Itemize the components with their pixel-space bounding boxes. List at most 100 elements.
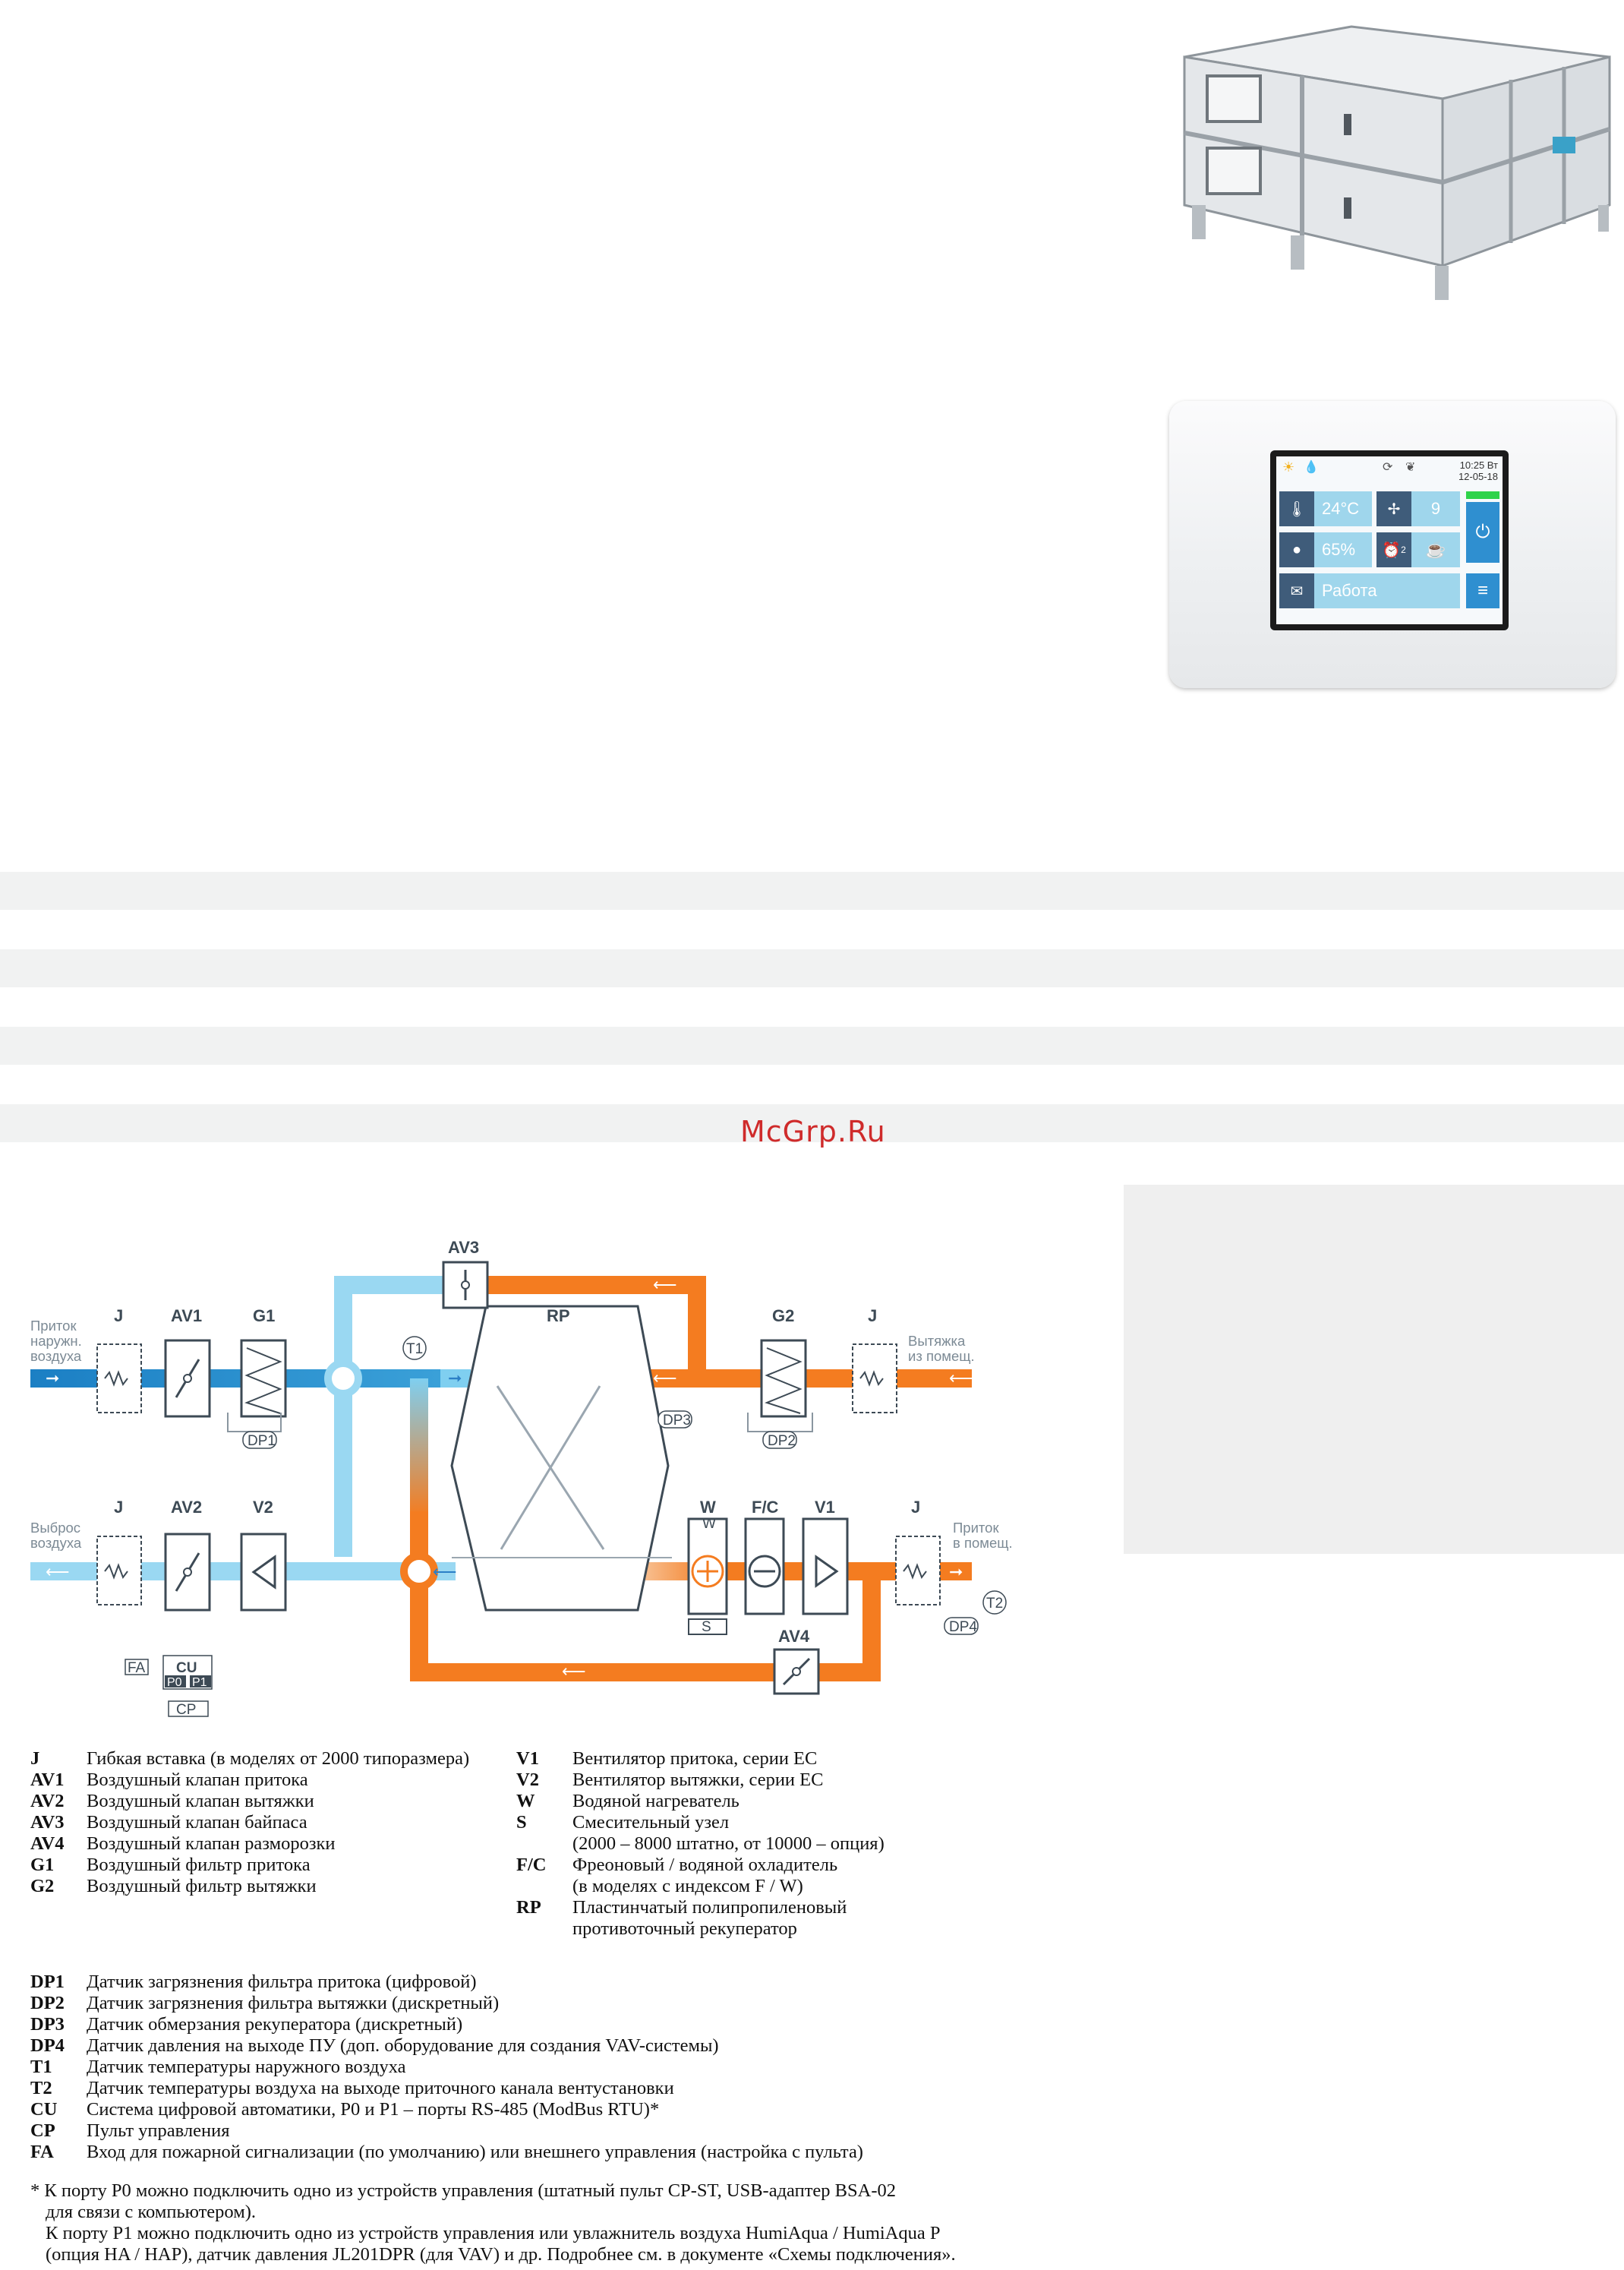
controller-screen-bezel: ☀ 💧 ⟳ ❦ 10:25 Вт 12-05-18 🌡 24°C ✢ 9 ● 6… <box>1270 450 1509 630</box>
label-j1: J <box>114 1306 123 1325</box>
recycle-icon: ⟳ <box>1383 461 1393 474</box>
legend-text: Датчик температуры наружного воздуха <box>87 2057 406 2077</box>
controller-date: 12-05-18 <box>1458 471 1498 482</box>
footnote-line: для связи с компьютером). <box>46 2202 257 2222</box>
fan-speed-value: 9 <box>1411 491 1460 526</box>
temperature-tile[interactable]: 🌡 24°C <box>1279 491 1372 526</box>
legend-text: Пластинчатый полипропиленовый <box>572 1897 847 1918</box>
label-dp3: DP3 <box>663 1413 691 1429</box>
legend-text: Датчик загрязнения фильтра притока (цифр… <box>87 1972 477 1992</box>
label-s: S <box>702 1619 711 1635</box>
label-j3: J <box>114 1498 123 1517</box>
svg-text:⟵: ⟵ <box>433 1562 457 1581</box>
legend-row: T2 Датчик температуры воздуха на выходе п… <box>30 2078 863 2099</box>
menu-icon[interactable]: ≡ <box>1466 573 1499 608</box>
outdoor-intake-duct <box>30 1369 440 1388</box>
label-g1: G1 <box>253 1306 275 1325</box>
controller-datetime: 10:25 Вт 12-05-18 <box>1458 459 1498 482</box>
air-supply-line1: Приток <box>953 1520 999 1536</box>
svg-text:➞: ➞ <box>46 1369 59 1388</box>
coffee-cup-icon: ☕ <box>1411 532 1460 567</box>
label-p1: P1 <box>192 1676 207 1689</box>
fan-speed-tile[interactable]: ✢ 9 <box>1376 491 1460 526</box>
legend-text: Пульт управления <box>87 2120 230 2141</box>
recuperator <box>450 1305 670 1612</box>
label-av3: AV3 <box>448 1238 479 1257</box>
footnote-line: К порту P1 можно подключить одно из устр… <box>46 2223 941 2243</box>
legend-key: F/C <box>516 1855 547 1875</box>
label-w-small: W <box>702 1516 716 1532</box>
svg-text:⟵: ⟵ <box>653 1275 677 1294</box>
flexible-insert-j3 <box>96 1536 142 1605</box>
humidity-tile[interactable]: ● 65% <box>1279 532 1372 567</box>
label-fa: FA <box>128 1660 146 1676</box>
table-stripe <box>0 872 1624 910</box>
svg-text:➞: ➞ <box>949 1562 963 1581</box>
air-extract-line2: из помещ. <box>908 1348 975 1364</box>
svg-text:⟵: ⟵ <box>653 1369 677 1388</box>
flexible-insert-j2 <box>852 1343 897 1413</box>
power-icon[interactable]: ⏻ <box>1466 502 1499 563</box>
svg-text:⟵: ⟵ <box>949 1369 973 1388</box>
legend-key: T1 <box>30 2057 52 2077</box>
legend-sensors: DP1 Датчик загрязнения фильтра притока (ц… <box>30 1972 863 2163</box>
flexible-insert-j4 <box>895 1536 941 1605</box>
label-v1: V1 <box>815 1498 835 1517</box>
controller-time: 10:25 Вт <box>1459 459 1498 471</box>
fan-v2 <box>240 1533 287 1612</box>
ventilation-schematic: ➞ ➞ ⟵ ⟵ ⟵ ⟵ ➞ ⟵ ⟵ J AV1 G1 AV3 RP G2 J J… <box>30 1238 1013 1718</box>
legend-text: Водяной нагреватель <box>572 1791 739 1811</box>
alarm-clock-icon: ⏰2 <box>1376 532 1411 567</box>
label-g2: G2 <box>772 1306 794 1325</box>
label-dp4: DP4 <box>949 1619 977 1635</box>
legend-text: Датчик температуры воздуха на выходе при… <box>87 2078 674 2098</box>
footnote-line: (опция HA / HAP), датчик давления JL201D… <box>46 2244 956 2265</box>
legend-key: T2 <box>30 2078 52 2098</box>
legend-text: Датчик загрязнения фильтра вытяжки (диск… <box>87 1993 500 2013</box>
legend-text: Датчик обмерзания рекуператора (дискретн… <box>87 2014 463 2035</box>
legend-text: Воздушный фильтр притока <box>87 1855 311 1875</box>
legend-key: AV4 <box>30 1833 65 1854</box>
legend-key: AV2 <box>30 1791 65 1811</box>
legend-row: DP2 Датчик загрязнения фильтра вытяжки (д… <box>30 1993 863 2014</box>
cooler-fc <box>744 1517 785 1615</box>
svg-text:➞: ➞ <box>448 1369 462 1388</box>
legend-text: Смесительный узел <box>572 1812 730 1833</box>
svg-text:⟵: ⟵ <box>562 1662 586 1681</box>
legend-text: (2000 – 8000 штатно, от 10000 – опция) <box>572 1833 885 1854</box>
legend-row: (2000 – 8000 штатно, от 10000 – опция) <box>516 1833 885 1855</box>
table-stripe <box>0 1027 1624 1065</box>
bypass-duct-left <box>334 1276 352 1557</box>
legend-text: Воздушный клапан вытяжки <box>87 1791 314 1811</box>
legend-text: противоточный рекуператор <box>572 1918 797 1939</box>
alarm-tile[interactable]: ⏰2 ☕ <box>1376 532 1460 567</box>
water-drops-icon: 💧 <box>1304 461 1319 474</box>
legend-text: Вентилятор вытяжки, серии EC <box>572 1770 824 1790</box>
legend-key <box>516 1876 572 1897</box>
legend-key: G1 <box>30 1855 55 1875</box>
label-dp1: DP1 <box>248 1433 276 1449</box>
label-av1: AV1 <box>171 1306 202 1325</box>
label-j2: J <box>868 1306 877 1325</box>
controller-screen: ☀ 💧 ⟳ ❦ 10:25 Вт 12-05-18 🌡 24°C ✢ 9 ● 6… <box>1276 456 1503 624</box>
humidity-value: 65% <box>1314 532 1372 567</box>
legend-key: DP2 <box>30 1993 65 2013</box>
status-tile[interactable]: ✉ Работа <box>1279 573 1460 608</box>
legend-key: J <box>30 1748 40 1769</box>
legend-key: CP <box>30 2120 55 2141</box>
legend-key: DP1 <box>30 1972 65 1992</box>
label-w: W <box>700 1498 716 1517</box>
label-j4: J <box>911 1498 920 1517</box>
legend-key: V2 <box>516 1770 539 1790</box>
label-t1: T1 <box>406 1341 423 1357</box>
legend-row: DP1 Датчик загрязнения фильтра притока (ц… <box>30 1972 863 1993</box>
label-t2: T2 <box>986 1596 1003 1612</box>
watermark: McGrp.Ru <box>740 1115 886 1148</box>
status-value: Работа <box>1314 573 1460 608</box>
